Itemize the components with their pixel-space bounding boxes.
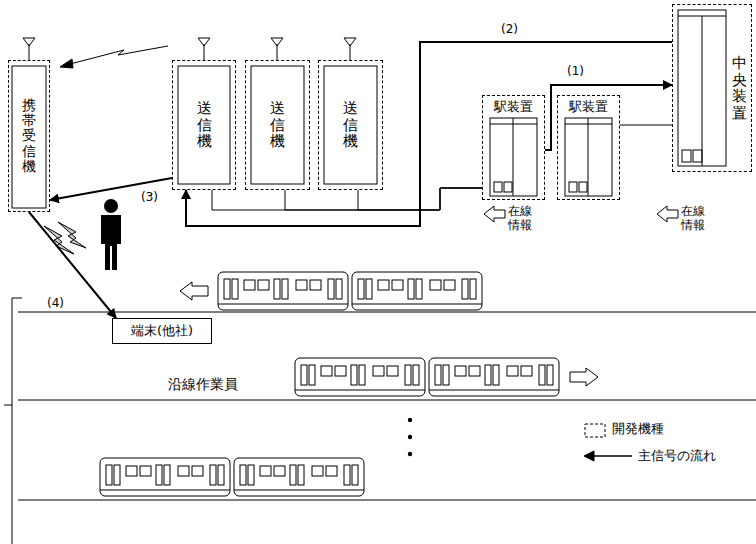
- callout-number: (3): [140, 190, 159, 204]
- signal-connector: [620, 125, 672, 126]
- antenna: [23, 38, 356, 60]
- transmitter-box: 送信機: [172, 60, 236, 190]
- signal-connector: [29, 212, 116, 318]
- train-car: [234, 458, 364, 496]
- track-line: [18, 400, 756, 401]
- input-label: 在線情報: [681, 204, 707, 233]
- callout-number: (1): [566, 64, 585, 78]
- station-device-box: 駅装置: [557, 95, 620, 200]
- central-device-box: 中央装置: [672, 4, 752, 172]
- legend-text: 開発機種: [612, 421, 664, 437]
- legend-sample-arrowhead: [584, 451, 594, 461]
- signal-connector: [358, 188, 482, 210]
- callout-number: (2): [500, 22, 519, 36]
- radio-wave: [70, 46, 168, 64]
- worker-label: 沿線作業員: [168, 376, 238, 393]
- signal-connector: [212, 188, 482, 210]
- legend-text: 主信号の流れ: [638, 448, 716, 464]
- node-text: 送信機: [343, 100, 358, 150]
- input-arrow: [484, 206, 505, 222]
- train-car: [100, 458, 230, 496]
- legend-sample-dashed-box: [585, 424, 605, 437]
- input-arrow: [657, 206, 678, 222]
- signal-connector: [285, 188, 482, 210]
- node-text: 携帯受信機: [22, 98, 36, 175]
- node-text: 端末(他社): [131, 323, 193, 339]
- radio-wave-head: [60, 59, 73, 68]
- input-label: 在線情報: [508, 204, 534, 233]
- train-car: [218, 272, 348, 310]
- cabinet: [678, 10, 726, 166]
- transmitter-housing: [324, 66, 377, 184]
- track-line: [18, 500, 756, 501]
- station-device-box: 駅装置: [482, 95, 545, 200]
- lightning: [58, 222, 86, 248]
- node-text: 駅装置: [569, 99, 608, 115]
- cabinet: [565, 118, 612, 196]
- train-car: [352, 272, 482, 310]
- bracket: [12, 298, 22, 544]
- signal-connector: [186, 42, 672, 226]
- bracket-tick: [4, 405, 12, 406]
- train-car: [295, 358, 425, 396]
- train-car: [429, 358, 559, 396]
- transmitter-housing: [178, 66, 230, 184]
- node-text: 中央装置: [732, 55, 747, 121]
- callout-number: (4): [46, 296, 65, 310]
- receiver-box: 携帯受信機: [8, 60, 50, 212]
- terminal-box: 端末(他社): [112, 318, 212, 344]
- direction-arrow: [180, 282, 208, 300]
- receiver-housing: [12, 66, 46, 208]
- legend-sample-arrow: [592, 455, 632, 457]
- ellipsis-dots: [408, 418, 412, 456]
- direction-arrow: [570, 368, 598, 386]
- node-text: 送信機: [270, 100, 285, 150]
- track-line: [18, 312, 756, 313]
- cabinet: [490, 118, 537, 196]
- person: [101, 199, 121, 270]
- node-text: 駅装置: [494, 99, 533, 115]
- transmitter-box: 送信機: [318, 60, 383, 190]
- transmitter-housing: [251, 66, 304, 184]
- node-text: 送信機: [197, 100, 212, 150]
- transmitter-box: 送信機: [245, 60, 310, 190]
